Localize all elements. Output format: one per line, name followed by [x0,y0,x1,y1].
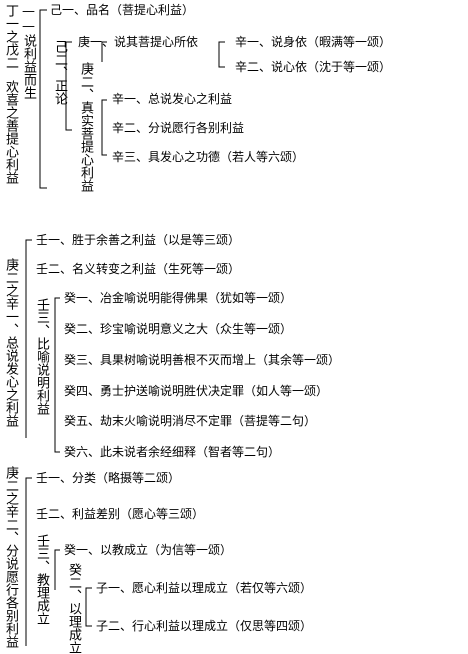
s2-gui2: 癸二、珍宝喻说明意义之大（众生等一颂） [64,322,293,336]
s3-gui1: 癸一、以教成立（为信等一颂） [64,543,233,557]
geng1-label: 庚一、说其菩提心所依 [78,35,199,49]
bracket-main [39,9,47,189]
xin3b-label: 辛三、具发心之功德（若人等六颂） [112,150,305,164]
s2-gui1: 癸一、冶金喻说明能得佛果（犹如等一颂） [64,291,293,305]
xin2-label: 辛二、说心依（沈于等一颂） [235,60,392,74]
bracket-xin [218,41,225,68]
s2-ren2: 壬二、名义转变之利益（生死等一颂） [36,262,241,276]
ji1-label: 己一、品名（菩提心利益） [50,3,195,17]
ji2-label: 己二、正论 [52,40,67,105]
xin2b-label: 辛二、分说愿行各别利益 [112,121,245,135]
s3-ren1: 壬一、分类（略摄等二颂） [36,471,181,485]
s2-gui3: 癸三、具果树喻说明善根不灭而增上（其余等一颂） [64,353,341,367]
geng2-label: 庚二、真实菩提心利益 [78,62,93,192]
bracket-geng1 [101,41,107,62]
s2-title: 庚二之辛一、总说发心之利益 [3,258,18,427]
s2-gui6: 癸六、此未说者余经细释（智者等二句） [64,445,281,459]
bracket-s3-ren3 [54,549,60,590]
s2-ren3: 壬三、比喻说明利益 [34,298,49,415]
bracket-ji2 [65,41,72,131]
s2-ren1: 壬一、胜于余善之利益（以是等三颂） [36,233,241,247]
xin1-label: 辛一、说身依（暇满等一颂） [235,35,392,49]
s3-gui2: 癸二、以理成立 [66,563,81,654]
s3-ren3: 壬三、教理成立 [34,534,49,625]
s3-zi2: 子二、行心利益以理成立（仅思等四颂） [96,619,313,633]
s1-title-col2: 欢喜之善提心利益 [3,80,18,184]
s2-gui5: 癸五、劫末火喻说明消尽不定罪（菩提等二句） [64,414,317,428]
s2-gui4: 癸四、勇士护送喻说明胜伏决定罪（如人等一颂） [64,384,329,398]
s3-zi1: 子一、愿心利益以理成立（若仅等六颂） [96,581,313,595]
s3-ren2: 壬二、利益差别（愿心等三颂） [36,507,205,521]
xin1b-label: 辛一、总说发心之利益 [112,92,233,106]
s1-title-cont: ——说利益而生 [21,4,36,99]
s3-title: 庚二之辛二、分说愿行各别利益 [3,466,18,648]
bracket-s3-gui2 [85,587,92,627]
bracket-s2-main [25,239,32,438]
s1-title-col1: 丁一之戊二 [3,4,18,69]
bracket-s2-ren3 [54,297,60,453]
bracket-geng2 [101,99,107,156]
bracket-s3-main [25,477,32,646]
